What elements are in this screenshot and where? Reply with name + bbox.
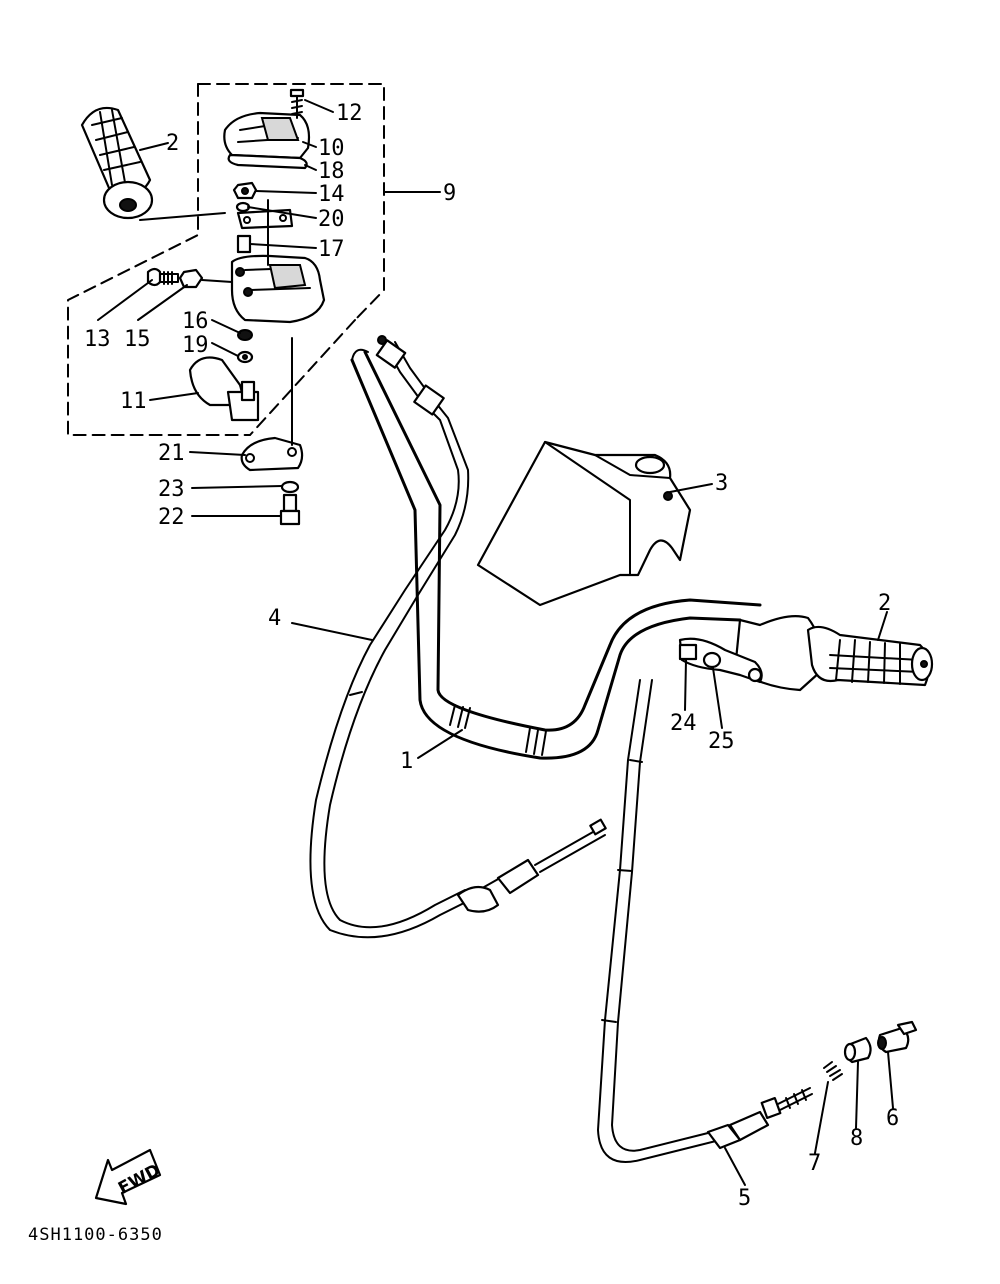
callout-14: 14	[318, 182, 345, 207]
washer-19	[236, 350, 254, 364]
handlebar	[350, 348, 762, 760]
callout-5: 5	[738, 1186, 751, 1211]
callout-4: 4	[268, 606, 281, 631]
callout-6: 6	[886, 1106, 899, 1131]
callout-19: 19	[182, 333, 209, 358]
callout-12: 12	[336, 101, 363, 126]
callout-labels: 2 12 10 18 14 20 17 9 13 15 16 19 11 21 …	[84, 101, 899, 1211]
right-grip	[806, 625, 934, 687]
washer-20	[235, 201, 294, 230]
spring-17	[236, 234, 252, 254]
callout-20: 20	[318, 207, 345, 232]
handlebar-cover-3	[476, 440, 692, 607]
callout-8: 8	[850, 1126, 863, 1151]
callout-1: 1	[400, 749, 413, 774]
bolt-22	[279, 493, 301, 526]
screw-24	[678, 643, 698, 661]
leader-lines	[97, 99, 894, 1186]
callout-10: 10	[318, 136, 345, 161]
switch-upper-cover	[223, 111, 311, 170]
callout-2-left: 2	[166, 131, 179, 156]
switch-lower-housing	[230, 254, 326, 324]
spring-7	[823, 1061, 843, 1081]
screw-13	[146, 267, 179, 287]
left-grip	[80, 106, 226, 221]
throttle-housing	[678, 615, 823, 692]
callout-13: 13	[84, 327, 111, 352]
nut-14	[232, 181, 258, 200]
callout-2-right: 2	[878, 591, 891, 616]
diagram-code: 4SH1100-6350	[28, 1225, 163, 1245]
nut-15	[178, 268, 233, 289]
fwd-arrow-icon: FWD	[94, 1148, 164, 1206]
switch-assembly-group-outline	[67, 83, 385, 436]
part-8	[843, 1036, 872, 1064]
callout-24: 24	[670, 711, 697, 736]
washer-16	[237, 329, 253, 341]
callout-3: 3	[715, 471, 728, 496]
callout-22: 22	[158, 505, 185, 530]
callout-15: 15	[124, 327, 151, 352]
lever-11	[188, 356, 260, 422]
cable-4	[309, 335, 607, 939]
screw-12	[289, 88, 305, 119]
cable-5	[597, 679, 813, 1163]
callout-21: 21	[158, 441, 185, 466]
callout-25: 25	[708, 729, 735, 754]
callout-11: 11	[120, 389, 147, 414]
callout-23: 23	[158, 477, 185, 502]
washer-23	[280, 480, 300, 494]
callout-16: 16	[182, 309, 209, 334]
callout-9: 9	[443, 181, 456, 206]
callout-17: 17	[318, 237, 345, 262]
washer-25	[702, 651, 722, 669]
part-6	[877, 1020, 918, 1054]
callout-18: 18	[318, 159, 345, 184]
clamp-21	[240, 436, 304, 472]
callout-7: 7	[808, 1151, 821, 1176]
